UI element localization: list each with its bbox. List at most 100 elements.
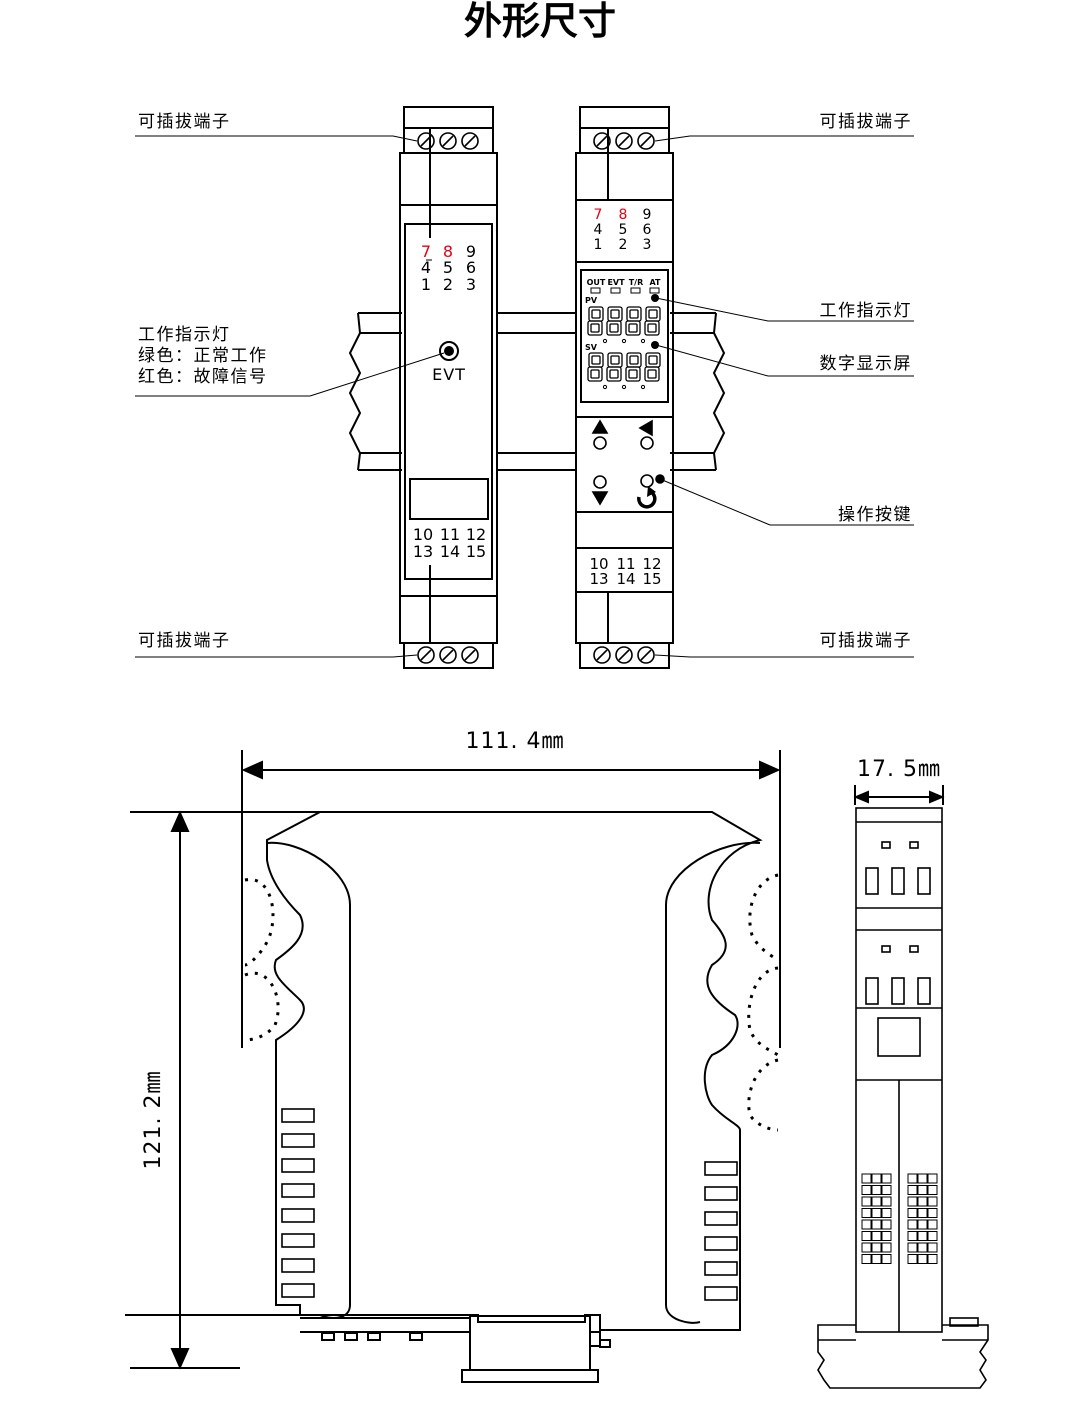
vent-cell — [907, 1242, 918, 1253]
vent-cell — [907, 1231, 918, 1241]
vent-cell — [907, 1185, 918, 1195]
vent-slot — [281, 1233, 315, 1248]
legend-line-2: 绿色：正常工作 — [138, 346, 268, 366]
vent-cell — [907, 1173, 918, 1184]
vent-cell — [927, 1231, 938, 1241]
left-top-terminal-grid: 7 8 9 4 5 6 1 2 3 — [421, 242, 476, 294]
terminal-number: 2 — [443, 275, 453, 294]
terminal-number: 13 — [413, 542, 433, 561]
terminal-number: 8 — [443, 242, 453, 261]
terminal-number: 5 — [443, 258, 453, 277]
left-evt-led — [439, 341, 459, 361]
vent-cell — [881, 1242, 892, 1253]
vent-cell — [871, 1196, 882, 1207]
terminal-number: 10 — [589, 555, 608, 573]
vent-cell — [861, 1196, 872, 1207]
up-key[interactable] — [591, 419, 609, 450]
vent-cell — [881, 1219, 892, 1230]
pv-label: PV — [585, 296, 598, 305]
left-bottom-terminal-grid: 10 11 12 13 14 15 — [413, 525, 486, 561]
vent-cell — [917, 1185, 928, 1195]
indicator-label-evt: EVT — [607, 278, 625, 287]
left-callouts — [135, 135, 445, 658]
seven-segment-digit — [644, 352, 661, 382]
vent-cell — [871, 1185, 882, 1195]
vent-slot — [704, 1161, 738, 1176]
work-indicator-label: 工作指示灯 — [820, 301, 913, 321]
vent-cell — [861, 1242, 872, 1253]
terminal-number: 9 — [466, 242, 476, 261]
vent-cell — [871, 1231, 882, 1241]
end-view — [817, 807, 989, 1389]
vent-slot — [281, 1133, 315, 1148]
vent-cell — [861, 1173, 872, 1184]
down-key[interactable] — [591, 475, 609, 506]
vent-slot — [704, 1186, 738, 1201]
enter-key[interactable] — [637, 474, 657, 509]
left-face-panel — [404, 223, 493, 580]
vent-slot — [704, 1236, 738, 1251]
vent-slot — [704, 1211, 738, 1226]
vent-cell — [927, 1196, 938, 1207]
seven-segment-digit — [587, 352, 604, 382]
keypad — [591, 419, 665, 509]
terminal-number: 11 — [440, 525, 460, 544]
terminal-number: 13 — [589, 570, 608, 588]
terminal-number: 8 — [619, 207, 628, 223]
vent-cell — [907, 1208, 918, 1218]
depth-dimension-label: 17. 5㎜ — [857, 757, 941, 782]
pluggable-terminal-label: 可插拔端子 — [820, 112, 913, 132]
terminal-number: 14 — [440, 542, 460, 561]
terminal-number: 9 — [643, 207, 652, 223]
left-key[interactable] — [638, 419, 654, 450]
right-top-terminal-grid: 7 8 9 4 5 6 1 2 3 — [594, 207, 652, 253]
terminal-number: 7 — [421, 242, 431, 261]
indicator-leds — [590, 287, 660, 294]
decimal-point — [602, 384, 608, 390]
vent-cell — [927, 1208, 938, 1218]
vent-cell — [881, 1208, 892, 1218]
vent-cell — [917, 1242, 928, 1253]
terminal-number: 1 — [421, 275, 431, 294]
vent-slot — [281, 1258, 315, 1273]
height-dimension — [130, 810, 240, 1370]
decimal-point — [640, 384, 646, 390]
terminal-number: 7 — [594, 207, 603, 223]
legend-line-3: 红色：故障信号 — [138, 367, 268, 387]
decimal-point — [621, 384, 627, 390]
legend-line-1: 工作指示灯 — [138, 325, 231, 345]
seven-segment-digit — [644, 306, 661, 336]
side-profile — [125, 750, 781, 1383]
vent-cell — [927, 1254, 938, 1264]
right-top-plug — [579, 106, 670, 154]
terminal-number: 12 — [466, 525, 486, 544]
terminal-number: 1 — [594, 237, 603, 253]
depth-dimension — [853, 785, 945, 805]
vent-cell — [927, 1219, 938, 1230]
terminal-number: 5 — [619, 222, 628, 238]
vent-cell — [871, 1242, 882, 1253]
pluggable-terminal-label: 可插拔端子 — [820, 631, 913, 651]
vent-cell — [881, 1231, 892, 1241]
vent-slot — [704, 1286, 738, 1301]
seven-segment-digit — [625, 352, 642, 382]
pv-display — [587, 306, 661, 344]
vent-slot — [281, 1183, 315, 1198]
width-dimension — [241, 760, 781, 780]
evt-label: EVT — [432, 365, 466, 384]
display-window — [580, 269, 669, 403]
indicator-label-out: OUT — [587, 278, 606, 287]
vent-cell — [861, 1219, 872, 1230]
vent-cell — [917, 1208, 928, 1218]
terminal-number: 6 — [466, 258, 476, 277]
work-indicator-dot — [651, 294, 659, 302]
terminal-number: 15 — [642, 570, 661, 588]
vent-slot — [704, 1261, 738, 1276]
terminal-number: 12 — [642, 555, 661, 573]
seven-segment-digit — [606, 352, 623, 382]
vent-cell — [881, 1185, 892, 1195]
pluggable-terminal-label: 可插拔端子 — [138, 631, 231, 651]
vent-cell — [927, 1242, 938, 1253]
seven-segment-digit — [587, 306, 604, 336]
vent-cell — [871, 1254, 882, 1264]
